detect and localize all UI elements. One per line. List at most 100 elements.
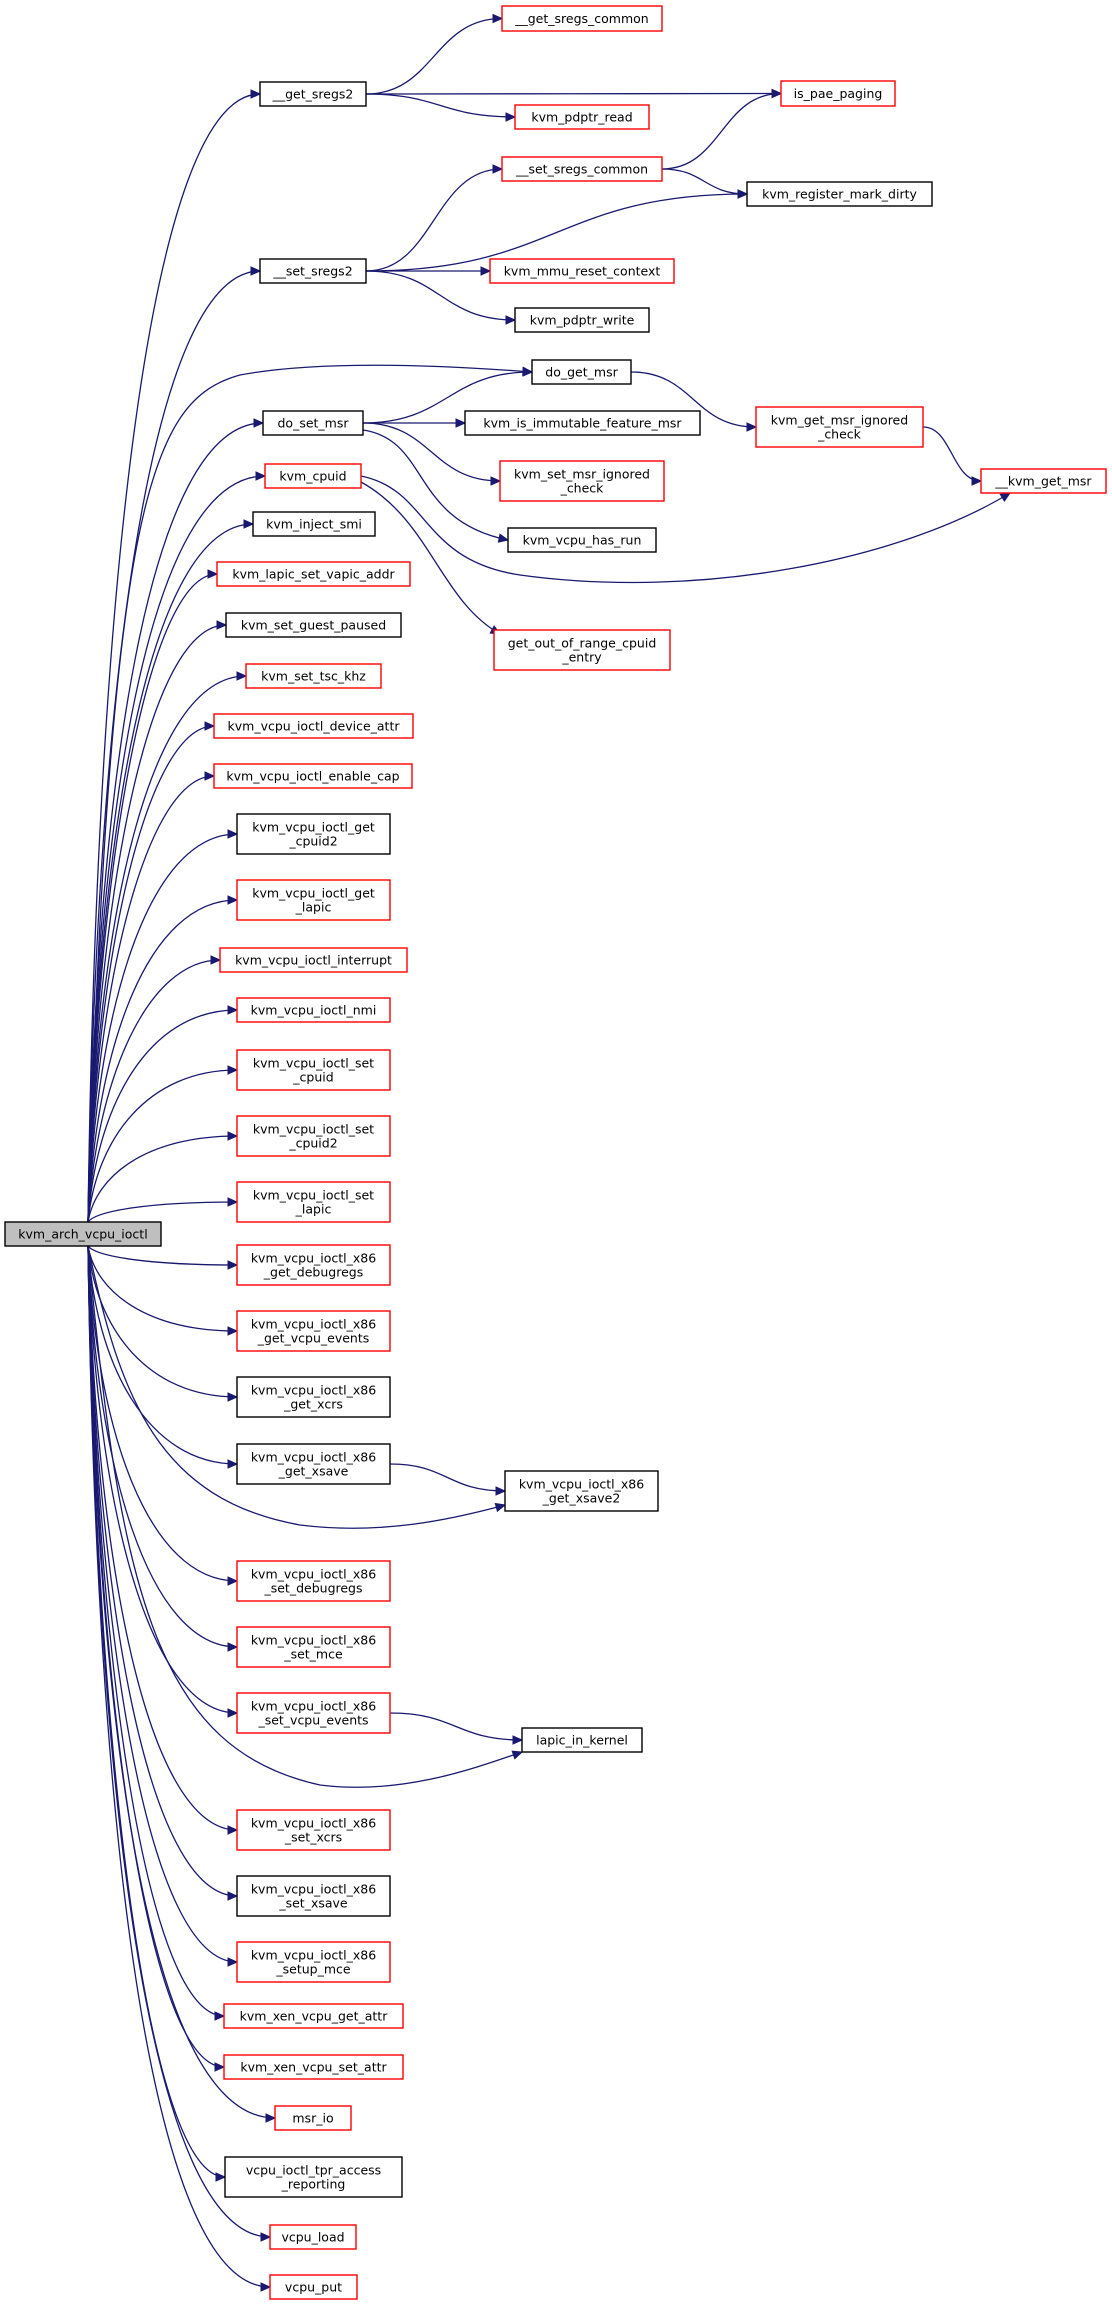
call-edge [87, 1245, 238, 1266]
node-box [259, 81, 367, 107]
node-kvm-vcpu-ioctl-x86-get-xcrs[interactable]: kvm_vcpu_ioctl_x86_get_xcrs [236, 1376, 391, 1418]
node-box [504, 1470, 659, 1512]
node-kvm-vcpu-ioctl-x86-set-vcpu-events[interactable]: kvm_vcpu_ioctl_x86_set_vcpu_events [236, 1692, 391, 1734]
node-kvm-set-guest-paused[interactable]: kvm_set_guest_paused [225, 612, 402, 638]
node-kvm-mmu-reset-context[interactable]: kvm_mmu_reset_context [489, 258, 675, 284]
node-kvm-get-msr-ignored-check[interactable]: kvm_get_msr_ignored_check [755, 406, 924, 448]
node-box [274, 2105, 352, 2131]
node-label: kvm_vcpu_ioctl_get [252, 886, 375, 901]
node-label: _lapic [295, 900, 332, 915]
node-label: kvm_inject_smi [266, 517, 362, 532]
arrowhead-icon [260, 2232, 272, 2242]
node-set-sregs-common[interactable]: __set_sregs_common [501, 156, 663, 182]
node-box [236, 1310, 391, 1352]
node-do-get-msr[interactable]: do_get_msr [531, 359, 632, 385]
call-edge [87, 775, 215, 1223]
node-get-sregs2[interactable]: __get_sregs2 [259, 81, 367, 107]
node-kvm-is-immutable-feature-msr[interactable]: kvm_is_immutable_feature_msr [464, 410, 701, 436]
arrowhead-icon [227, 1260, 239, 1270]
node-kvm-get-msr[interactable]: __kvm_get_msr [980, 468, 1107, 494]
node-kvm-vcpu-ioctl-x86-set-xsave[interactable]: kvm_vcpu_ioctl_x86_set_xsave [236, 1875, 391, 1917]
arrowhead-icon [227, 1005, 239, 1015]
node-label: vcpu_put [285, 2280, 342, 2295]
node-kvm-vcpu-ioctl-x86-get-xsave[interactable]: kvm_vcpu_ioctl_x86_get_xsave [236, 1443, 391, 1485]
node-kvm-vcpu-ioctl-device-attr[interactable]: kvm_vcpu_ioctl_device_attr [213, 713, 414, 739]
call-edge [360, 475, 1011, 584]
node-kvm-pdptr-read[interactable]: kvm_pdptr_read [514, 104, 650, 130]
node-box [755, 406, 924, 448]
node-kvm-set-tsc-khz[interactable]: kvm_set_tsc_khz [245, 663, 382, 689]
node-kvm-vcpu-ioctl-set-lapic[interactable]: kvm_vcpu_ioctl_set_lapic [236, 1181, 391, 1223]
node-label: _lapic [295, 1202, 332, 1217]
node-label: kvm_set_msr_ignored [514, 467, 650, 482]
call-edge [365, 193, 748, 272]
arrowhead-icon [480, 266, 492, 276]
node-vcpu-load[interactable]: vcpu_load [269, 2224, 357, 2250]
call-edge [87, 573, 218, 1223]
node-label: kvm_vcpu_ioctl_set [253, 1122, 374, 1137]
node-kvm-cpuid[interactable]: kvm_cpuid [264, 463, 362, 489]
node-box [499, 460, 665, 502]
node-label: __get_sregs_common [514, 11, 648, 26]
call-edge [362, 429, 509, 541]
node-kvm-vcpu-ioctl-x86-set-mce[interactable]: kvm_vcpu_ioctl_x86_set_mce [236, 1626, 391, 1668]
node-get-sregs-common[interactable]: __get_sregs_common [501, 5, 663, 32]
node-label: _cpuid2 [288, 1136, 337, 1151]
node-kvm-vcpu-ioctl-x86-set-debugregs[interactable]: kvm_vcpu_ioctl_x86_set_debugregs [236, 1560, 391, 1602]
node-is-pae-paging[interactable]: is_pae_paging [780, 80, 896, 107]
node-get-out-of-range-cpuid-entry[interactable]: get_out_of_range_cpuid_entry [493, 629, 671, 671]
call-edge [87, 270, 261, 1223]
node-vcpu-ioctl-tpr-access-reporting[interactable]: vcpu_ioctl_tpr_access_reporting [224, 2156, 403, 2198]
node-label: msr_io [292, 2111, 333, 2126]
node-kvm-vcpu-ioctl-x86-get-vcpu-events[interactable]: kvm_vcpu_ioctl_x86_get_vcpu_events [236, 1310, 391, 1352]
node-box [514, 307, 650, 333]
arrowhead-icon [227, 1459, 239, 1469]
node-vcpu-put[interactable]: vcpu_put [269, 2274, 358, 2300]
node-do-set-msr[interactable]: do_set_msr [262, 410, 364, 436]
node-label: kvm_vcpu_ioctl_set [253, 1188, 374, 1203]
arrowhead-icon [227, 1392, 239, 1402]
arrowhead-icon [737, 189, 749, 199]
node-kvm-set-msr-ignored-check[interactable]: kvm_set_msr_ignored_check [499, 460, 665, 502]
node-kvm-vcpu-ioctl-x86-get-debugregs[interactable]: kvm_vcpu_ioctl_x86_get_debugregs [236, 1244, 391, 1286]
node-kvm-xen-vcpu-set-attr[interactable]: kvm_xen_vcpu_set_attr [223, 2054, 404, 2080]
arrowhead-icon [455, 418, 467, 428]
call-edge [87, 1245, 238, 1465]
node-label: _set_xsave [278, 1896, 348, 1911]
node-label: do_get_msr [545, 365, 618, 380]
node-kvm-vcpu-ioctl-interrupt[interactable]: kvm_vcpu_ioctl_interrupt [219, 947, 408, 973]
node-kvm-vcpu-ioctl-set-cpuid[interactable]: kvm_vcpu_ioctl_set_cpuid [236, 1049, 391, 1091]
node-kvm-vcpu-ioctl-set-cpuid2[interactable]: kvm_vcpu_ioctl_set_cpuid2 [236, 1115, 391, 1157]
node-kvm-vcpu-ioctl-x86-setup-mce[interactable]: kvm_vcpu_ioctl_x86_setup_mce [236, 1941, 391, 1983]
node-kvm-vcpu-ioctl-x86-set-xcrs[interactable]: kvm_vcpu_ioctl_x86_set_xcrs [236, 1809, 391, 1851]
node-label: kvm_vcpu_ioctl_x86 [251, 1251, 376, 1266]
node-box [521, 1727, 643, 1753]
node-kvm-vcpu-ioctl-enable-cap[interactable]: kvm_vcpu_ioctl_enable_cap [213, 763, 413, 789]
node-kvm-vcpu-ioctl-get-cpuid2[interactable]: kvm_vcpu_ioctl_get_cpuid2 [236, 813, 391, 855]
node-kvm-vcpu-has-run[interactable]: kvm_vcpu_has_run [507, 527, 657, 553]
node-lapic-in-kernel[interactable]: lapic_in_kernel [521, 1727, 643, 1753]
node-box [236, 1115, 391, 1157]
node-kvm-register-mark-dirty[interactable]: kvm_register_mark_dirty [746, 181, 933, 207]
arrowhead-icon [505, 112, 517, 122]
node-kvm-pdptr-write[interactable]: kvm_pdptr_write [514, 307, 650, 333]
node-kvm-inject-smi[interactable]: kvm_inject_smi [252, 511, 376, 537]
arrowhead-icon [236, 671, 248, 681]
call-edge [87, 1245, 238, 1831]
node-set-sregs2[interactable]: __set_sregs2 [259, 258, 367, 284]
call-edge [922, 426, 982, 482]
node-label: kvm_xen_vcpu_set_attr [240, 2060, 387, 2075]
call-edge [87, 1245, 238, 1897]
node-kvm-vcpu-ioctl-get-lapic[interactable]: kvm_vcpu_ioctl_get_lapic [236, 879, 391, 921]
node-msr-io[interactable]: msr_io [274, 2105, 352, 2131]
arrowhead-icon [227, 1825, 239, 1835]
node-kvm-lapic-set-vapic-addr[interactable]: kvm_lapic_set_vapic_addr [216, 561, 411, 587]
node-box [236, 1941, 391, 1983]
node-kvm-vcpu-ioctl-nmi[interactable]: kvm_vcpu_ioctl_nmi [236, 997, 391, 1023]
edge-layer [87, 13, 1012, 2292]
call-edge [87, 1245, 506, 1529]
arrowhead-icon [771, 88, 783, 99]
node-kvm-xen-vcpu-get-attr[interactable]: kvm_xen_vcpu_get_attr [223, 2003, 404, 2029]
node-kvm-vcpu-ioctl-x86-get-xsave2[interactable]: kvm_vcpu_ioctl_x86_get_xsave2 [504, 1470, 659, 1512]
arrowhead-icon [250, 266, 262, 276]
